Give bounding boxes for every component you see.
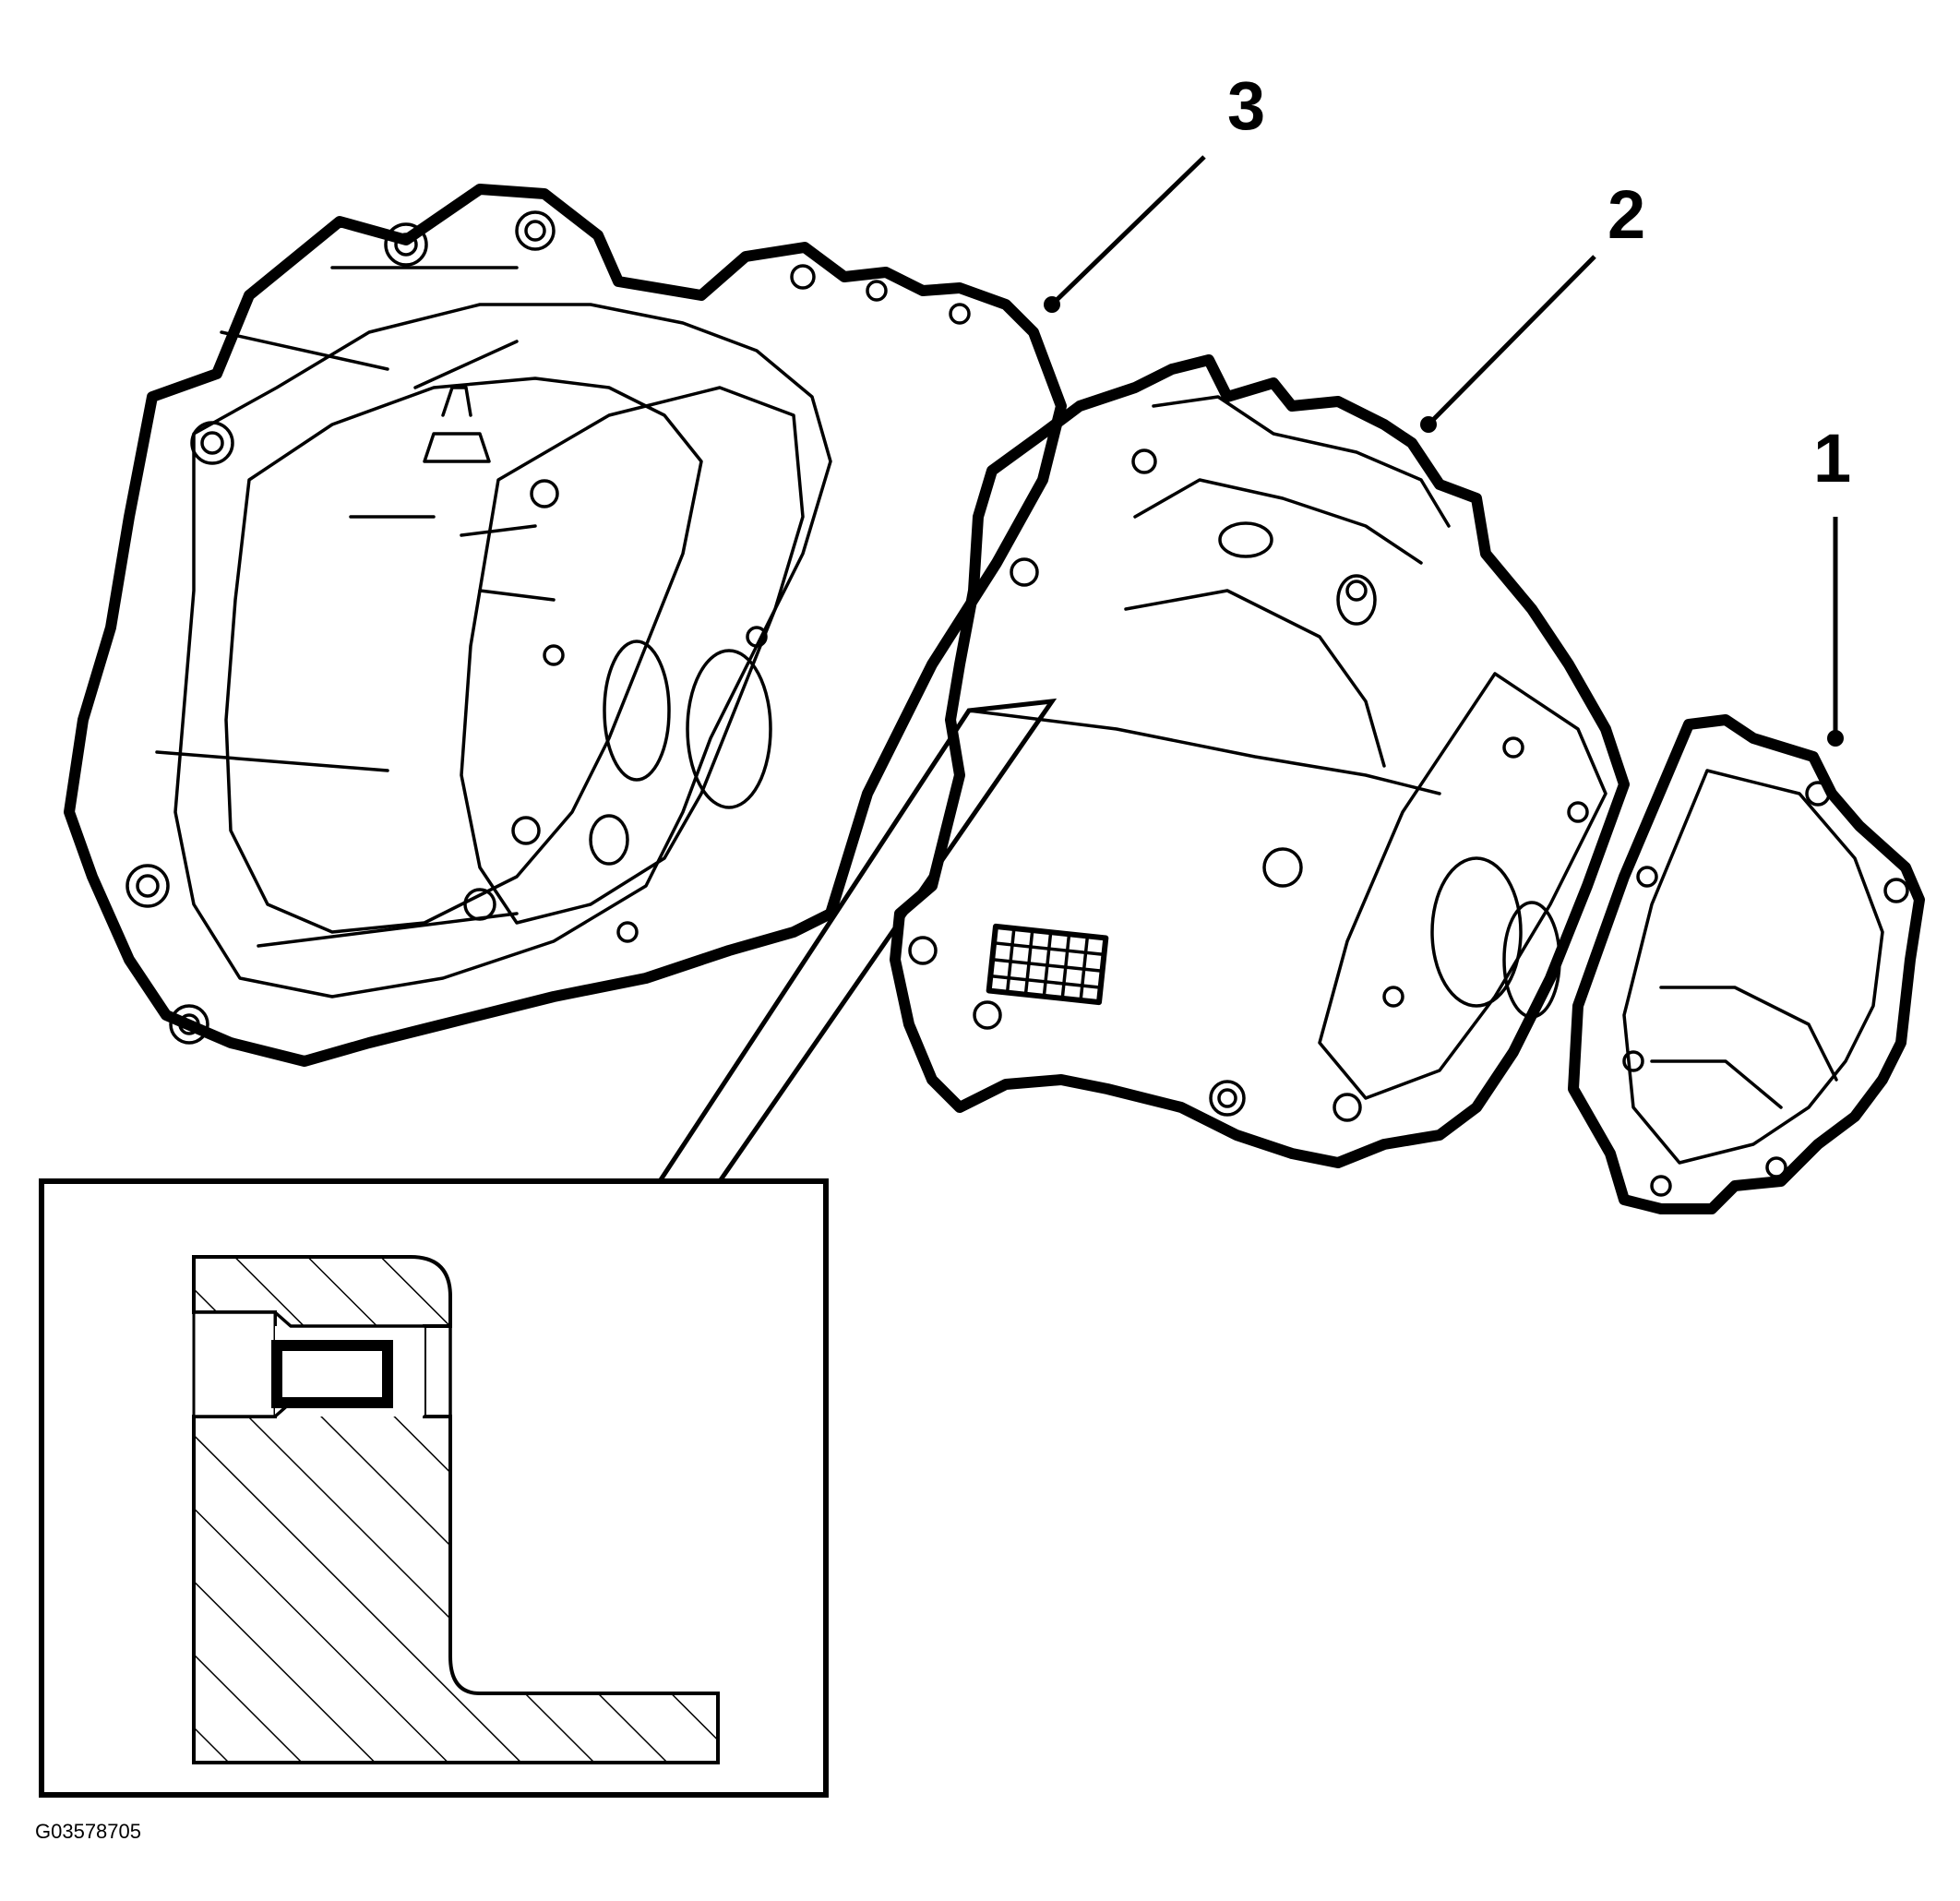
inset-pointer	[657, 698, 1058, 1183]
seal-ring-section	[271, 1340, 393, 1408]
callout-label-3: 3	[1227, 67, 1266, 144]
callout-leaders	[1044, 155, 1844, 747]
leader-3-dot	[1044, 296, 1060, 313]
leader-3	[1050, 155, 1206, 306]
leader-2	[1427, 255, 1596, 426]
clutch-housing-part-3	[64, 184, 1067, 1067]
callout-label-2: 2	[1607, 176, 1646, 253]
end-cover-part-1	[1568, 714, 1925, 1214]
figure-id: G03578705	[35, 1820, 141, 1843]
seal-detail-inset	[39, 698, 1058, 1798]
gearbox-housing-part-2	[890, 354, 1630, 1168]
leader-2-dot	[1420, 416, 1437, 433]
leader-1-dot	[1827, 730, 1844, 747]
callout-label-1: 1	[1813, 420, 1852, 496]
